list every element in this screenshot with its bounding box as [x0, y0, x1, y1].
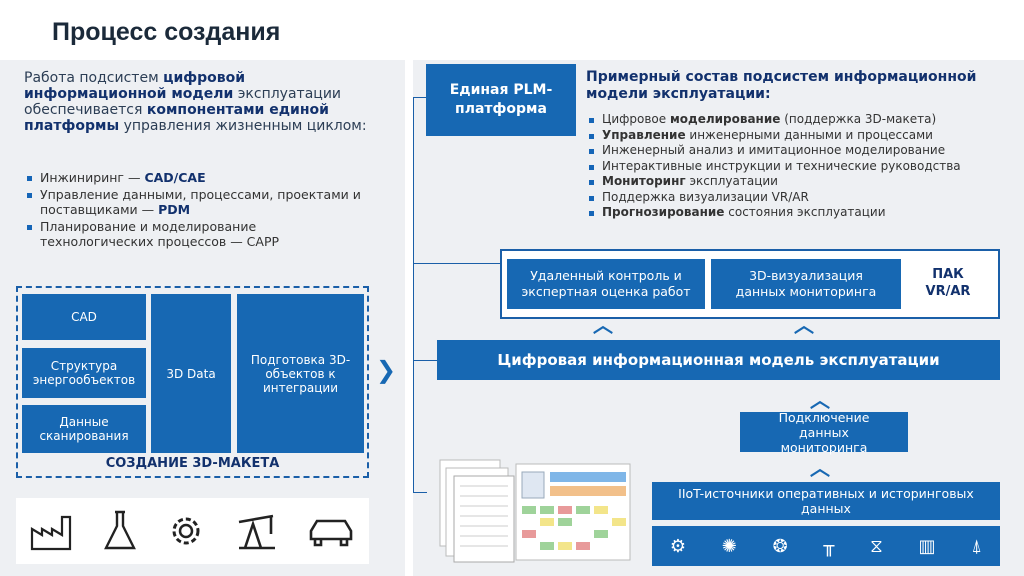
chevron-up-icon: ︿: [810, 456, 830, 480]
connector-line: [413, 97, 427, 493]
visualization-block: 3D-визуализация данных мониторинга: [711, 259, 901, 309]
model-caption: СОЗДАНИЕ 3D-МАКЕТА: [105, 456, 280, 471]
factory-icon: [30, 515, 71, 551]
list-item: Мониторинг эксплуатации: [586, 174, 1016, 190]
subsystems-list: Цифровое моделирование (поддержка 3D-мак…: [586, 112, 1016, 221]
list-item: Управление данными, процессами, проектам…: [24, 187, 364, 217]
model-creation-frame: [16, 286, 369, 478]
list-item: Прогнозирование состояния эксплуатации: [586, 205, 1016, 221]
connect-data-block: Подключение данных мониторинга: [740, 410, 908, 455]
list-item: Цифровое моделирование (поддержка 3D-мак…: [586, 112, 1016, 128]
plm-platform-block: Единая PLM-платформа: [426, 64, 576, 136]
flask-icon: [103, 510, 136, 550]
industry-icons: [16, 498, 369, 564]
pump-icon: ⚙: [669, 535, 687, 557]
documents-illustration: [436, 456, 636, 566]
tower-icon: ⍋: [971, 535, 983, 557]
intro-text: Работа подсистем цифровой информационной…: [24, 70, 367, 134]
chevron-up-icon: ︿: [794, 313, 814, 337]
connector-line: [413, 263, 501, 264]
list-item: Интерактивные инструкции и технические р…: [586, 159, 1016, 175]
plant-icon: ▥: [918, 535, 936, 557]
subsystems-heading: Примерный состав подсистем информационно…: [586, 69, 977, 102]
digital-model-block: Цифровая информационная модель эксплуата…: [437, 340, 1000, 380]
list-item: Поддержка визуализации VR/AR: [586, 190, 1016, 206]
turbine-icon: ✺: [721, 535, 737, 557]
pumpjack-icon: [239, 514, 276, 550]
cad-block: CAD: [22, 294, 146, 340]
iiot-block: IIoT-источники оперативных и историнговы…: [652, 482, 1000, 520]
structure-block: Структура энергообъектов: [22, 348, 146, 398]
chevron-up-icon: ︿: [593, 313, 613, 337]
list-item: Инжиниринг — CAD/CAE: [24, 170, 364, 185]
data3d-block: 3D Data: [151, 294, 231, 453]
iiot-icons: ⚙ ✺ ❂ ╥ ⧖ ▥ ⍋: [652, 526, 1000, 566]
gear-icon: [172, 517, 200, 545]
list-item: Планирование и моделирование технологиче…: [24, 219, 364, 249]
valve-icon: ⧖: [870, 535, 883, 557]
remote-control-block: Удаленный контроль и экспертная оценка р…: [507, 259, 705, 309]
fan-icon: ❂: [772, 535, 788, 557]
chevron-up-icon: ︿: [810, 388, 830, 412]
pipeline-icon: ╥: [823, 535, 835, 557]
left-bullets: Инжиниринг — CAD/CAE Управление данными,…: [24, 170, 364, 251]
connector-line: [413, 360, 437, 361]
pak-label: ПАК VR/AR: [925, 267, 971, 299]
car-icon: [309, 519, 353, 547]
chevron-right-icon: ❯: [376, 356, 397, 384]
prep-block: Подготовка 3D-объектов к интеграции: [237, 294, 364, 453]
list-item: Инженерный анализ и имитационное моделир…: [586, 143, 1016, 159]
scan-block: Данные сканирования: [22, 405, 146, 453]
page-title: Процесс создания: [52, 18, 281, 46]
list-item: Управление инженерными данными и процесс…: [586, 128, 1016, 144]
